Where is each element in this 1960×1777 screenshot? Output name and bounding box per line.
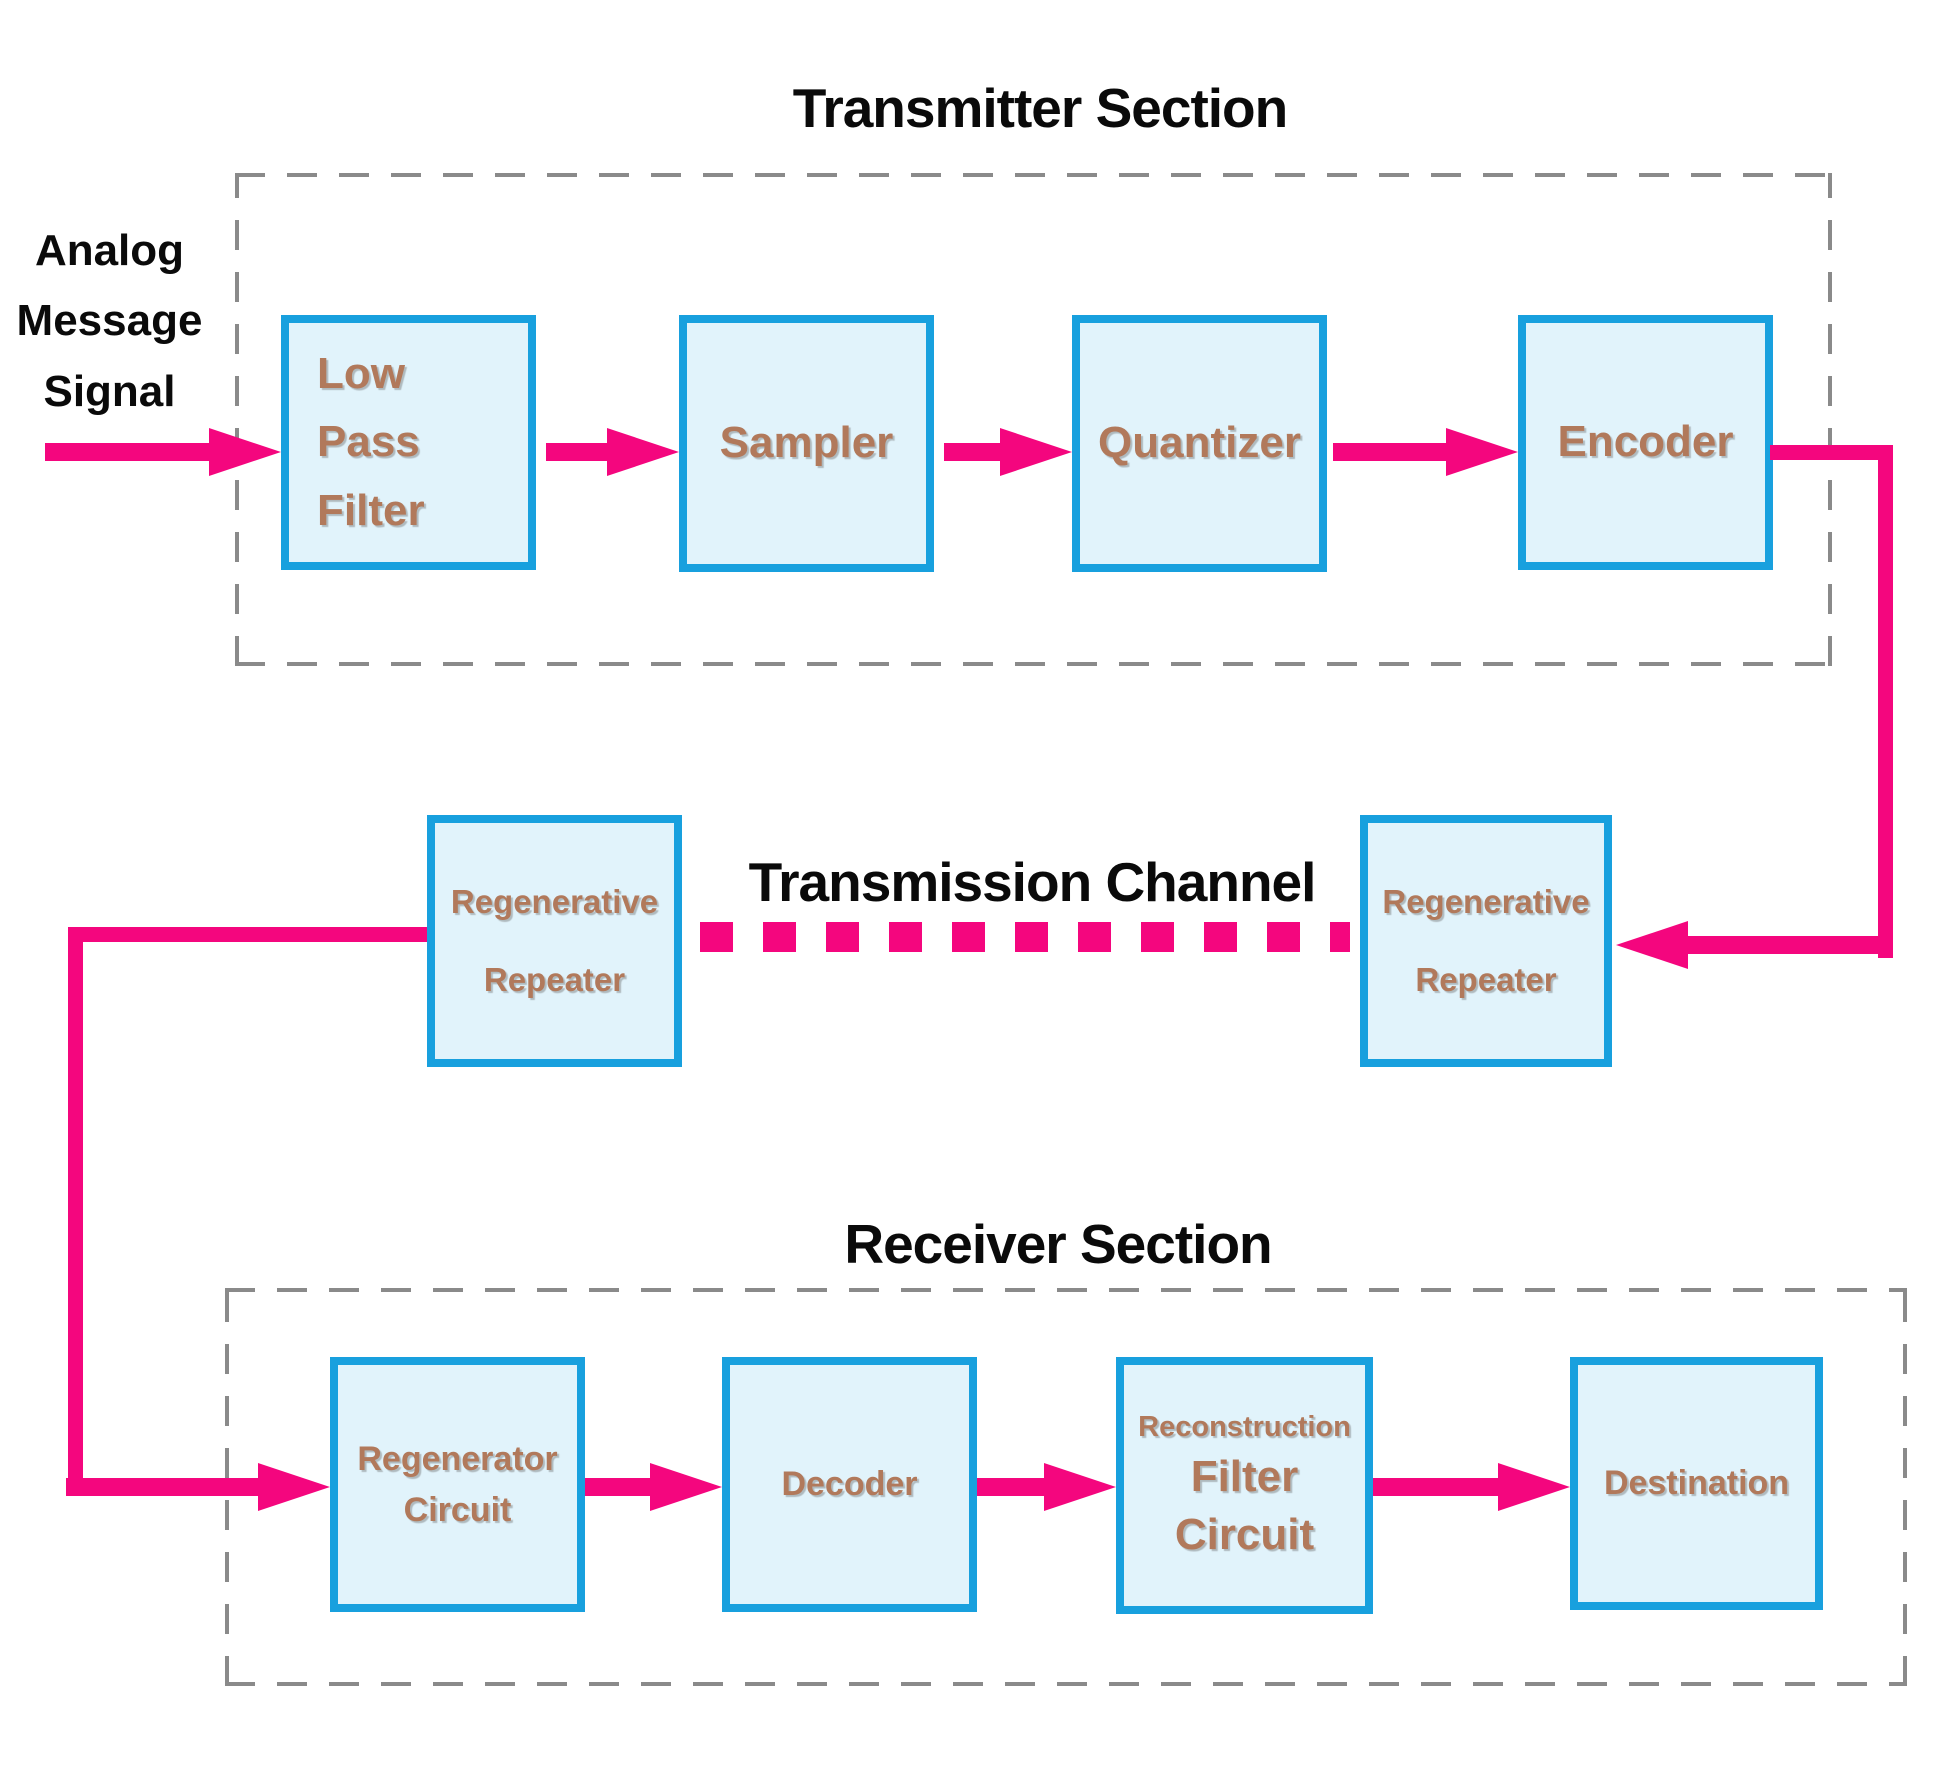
box-label-line: Destination <box>1603 1464 1790 1502</box>
box-label-line: Quantizer <box>1098 418 1301 468</box>
box-quantizer: Quantizer <box>1072 315 1327 572</box>
box-label-line: Low <box>317 349 405 399</box>
box-label-line: Sampler <box>719 418 894 468</box>
transmitter-section-title: Transmitter Section <box>792 77 1288 139</box>
box-label-line: Reconstruction <box>1138 1411 1351 1444</box>
box-label-line: Repeater <box>483 961 626 998</box>
arrow-sampler-to-quantizer <box>944 428 1072 476</box>
arrow-head <box>650 1463 722 1511</box>
box-sampler: Sampler <box>679 315 934 572</box>
box-low-pass-filter: Low Pass Filter <box>281 315 536 570</box>
arrow-shaft <box>1688 936 1893 954</box>
input-label-line: Analog <box>34 226 185 275</box>
transmission-channel-title: Transmission Channel <box>748 851 1317 913</box>
box-label-line: Pass <box>317 417 420 467</box>
arrow-head <box>1498 1463 1570 1511</box>
arrow-lpf-to-sampler <box>546 428 679 476</box>
box-label-line: Encoder <box>1557 417 1734 467</box>
input-label-line: Signal <box>43 366 176 416</box>
arrow-shaft <box>45 443 209 461</box>
box-label-line: Circuit <box>403 1490 512 1529</box>
arrow-input-to-low-pass-filter <box>45 428 281 476</box>
box-encoder: Encoder <box>1518 315 1773 570</box>
connector-repeater-out-horizontal <box>68 927 427 942</box>
box-reconstruction-filter-circuit: Reconstruction Filter Circuit <box>1116 1357 1373 1614</box>
arrow-head <box>607 428 679 476</box>
arrow-head <box>1616 921 1688 969</box>
box-label-line: Decoder <box>781 1465 918 1503</box>
arrow-filter-to-destination <box>1373 1463 1570 1511</box>
connector-left-down-vertical <box>68 927 83 1496</box>
analog-message-signal-label: Analog Message Signal <box>12 216 207 427</box>
arrow-into-right-repeater <box>1616 921 1893 969</box>
arrow-decoder-to-filter <box>977 1463 1116 1511</box>
box-regenerative-repeater-right: Regenerative Repeater <box>1360 815 1612 1067</box>
arrow-shaft <box>546 443 607 461</box>
connector-encoder-down-vertical <box>1878 445 1893 958</box>
arrow-shaft <box>977 1478 1044 1496</box>
receiver-section-title: Receiver Section <box>844 1213 1272 1275</box>
box-regenerator-circuit: Regenerator Circuit <box>330 1357 585 1612</box>
arrow-head <box>209 428 281 476</box>
arrow-regenerator-to-decoder <box>585 1463 722 1511</box>
box-decoder: Decoder <box>722 1357 977 1612</box>
box-label-line: Regenerative <box>450 883 659 921</box>
input-label-line: Message <box>16 296 203 346</box>
arrow-shaft <box>1333 443 1446 461</box>
box-label-line: Regenerator <box>357 1439 558 1478</box>
arrow-shaft <box>66 1478 258 1496</box>
box-destination: Destination <box>1570 1357 1823 1610</box>
arrow-shaft <box>944 443 1000 461</box>
arrow-shaft <box>1373 1478 1498 1496</box>
box-regenerative-repeater-left: Regenerative Repeater <box>427 815 682 1067</box>
arrow-shaft <box>585 1478 650 1496</box>
arrow-quantizer-to-encoder <box>1333 428 1518 476</box>
channel-dashed-link <box>700 922 1350 952</box>
box-label-line: Regenerative <box>1382 883 1590 921</box>
box-label-line: Filter <box>1190 1451 1299 1501</box>
arrow-head <box>1446 428 1518 476</box>
connector-encoder-out-horizontal <box>1770 445 1893 460</box>
box-label-line: Filter <box>317 485 425 535</box>
arrow-head <box>1000 428 1072 476</box>
arrow-head <box>1044 1463 1116 1511</box>
box-label-line: Circuit <box>1174 1509 1315 1559</box>
box-label-line: Repeater <box>1415 961 1557 998</box>
